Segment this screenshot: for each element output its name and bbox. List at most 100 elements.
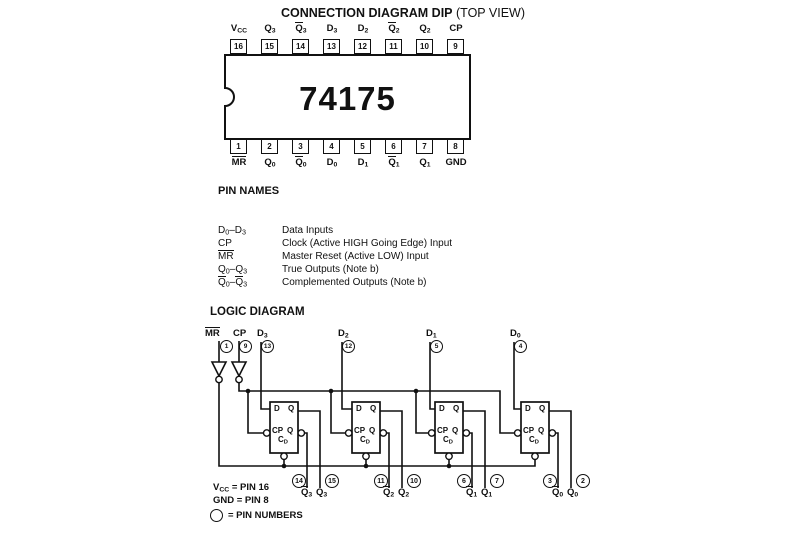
pin-label-bottom: D0 [326,157,338,169]
pin-number-box: 11 [385,39,402,54]
flipflop-1: D Q CP Q CD [270,402,298,453]
inverters [210,361,248,378]
ff-cd-label: CD [278,435,288,446]
pin-number-box: 5 [354,139,371,154]
junction-dots [245,388,452,469]
ff-cp-label: CP [437,426,449,435]
pin-number-box: 16 [230,39,247,54]
ff-cp-label: CP [272,426,284,435]
pin-description: True Outputs (Note b) [282,264,379,275]
pin-description: Data Inputs [282,225,334,236]
pin-number-box: 3 [292,139,309,154]
legend-vcc: VCC = PIN 16 [213,482,270,494]
signal-label-d2: D2 [338,328,349,340]
ff-q-label: Q [539,404,546,413]
pin-number-box: 4 [323,139,340,154]
flipflop-box [434,401,464,454]
pin-label-top: D3 [326,23,338,35]
pin-description: Clock (Active HIGH Going Edge) Input [282,238,453,249]
ff-q-label: Q [370,404,377,413]
flipflop-4: D Q CP Q CD [521,402,549,453]
flipflop-2: D Q CP Q CD [352,402,380,453]
inverter-icon [230,361,248,378]
title-main: CONNECTION DIAGRAM DIP [280,6,453,20]
pin-label-top: Q2 [419,23,431,35]
pin-names-heading: PIN NAMES [218,185,280,197]
pin-number-box: 7 [416,139,433,154]
pin-label-bottom: GND [445,157,467,168]
pin-description: Complemented Outputs (Note b) [282,277,427,288]
pin-number-box: 13 [323,39,340,54]
pin-label-bottom: Q1 [419,157,431,169]
chip-body-outline [224,54,471,140]
pin-label-bottom: MR [231,156,247,168]
inversion-bubbles [215,375,557,461]
pin-description: Master Reset (Active LOW) Input [282,251,429,262]
pin-number-circle: 9 [239,340,252,353]
flipflop-box [351,401,381,454]
ff-qbar-label: Q [369,426,376,435]
output-label-q3bar: Q3 [301,486,313,499]
ff-cd-label: CD [360,435,370,446]
flipflop-box [520,401,550,454]
pin-label-top: Q2 [388,22,400,35]
pin-number-box: 12 [354,39,371,54]
flipflop-boxes [269,401,550,454]
pin-label-top: Q3 [264,23,276,35]
pin-number-box: 9 [447,39,464,54]
signal-label-mr: MR [205,327,220,339]
part-number: 74175 [299,80,396,117]
pin-label-bottom: Q0 [264,157,276,169]
ff-q-label: Q [453,404,460,413]
pin-name: CP [218,238,232,249]
output-label-q0bar: Q0 [552,486,564,499]
ff-cd-label: CD [529,435,539,446]
flipflop-3: D Q CP Q CD [435,402,463,453]
output-label-q2: Q2 [398,487,410,499]
pin-name: D0–D3 [218,225,247,237]
ff-qbar-label: Q [452,426,459,435]
pin-label-bottom: Q1 [388,156,400,169]
pin-label-top: CP [449,23,463,34]
pin-label-top: Q3 [295,22,307,35]
pin-number-circle: 2 [576,474,590,488]
pin-number-box: 6 [385,139,402,154]
pin-label-bottom: Q0 [295,156,307,169]
pin-number-box: 15 [261,39,278,54]
pin-number-circle-icon [210,509,223,522]
pin-name: Q0–Q3 [218,264,248,276]
logic-wires [218,341,572,488]
pin-number-box: 1 [230,139,247,154]
ff-d-label: D [525,404,531,413]
pin-number-circle: 7 [490,474,504,488]
connection-diagram-title: CONNECTION DIAGRAM DIP (TOP VIEW) [130,6,676,20]
pin-label-top: VCC [230,23,248,35]
ff-d-label: D [356,404,362,413]
pin-number-box: 14 [292,39,309,54]
inverter-icon [210,361,228,378]
ff-d-label: D [439,404,445,413]
ff-d-label: D [274,404,280,413]
ff-cp-label: CP [354,426,366,435]
output-label-q1bar: Q1 [466,486,478,499]
output-label-q2bar: Q2 [383,486,395,499]
pin-name: MR [218,250,234,262]
pin-number-circle: 11 [374,474,388,488]
pin-number-circle: 5 [430,340,443,353]
pin-number-circle: 4 [514,340,527,353]
pin-number-circle: 15 [325,474,339,488]
pin-number-circle: 1 [220,340,233,353]
signal-label-cp: CP [233,328,247,339]
signal-label-d3: D3 [257,328,268,340]
pin-label-bottom: D1 [357,157,369,169]
pin-number-circle: 12 [342,340,355,353]
legend-circle-meaning: = PIN NUMBERS [228,510,303,521]
output-label-q0: Q0 [567,487,579,499]
signal-label-d0: D0 [510,328,521,340]
legend-gnd: GND = PIN 8 [213,495,269,506]
ff-cp-label: CP [523,426,535,435]
output-label-q1: Q1 [481,487,493,499]
ff-cd-label: CD [443,435,453,446]
pin-number-box: 2 [261,139,278,154]
